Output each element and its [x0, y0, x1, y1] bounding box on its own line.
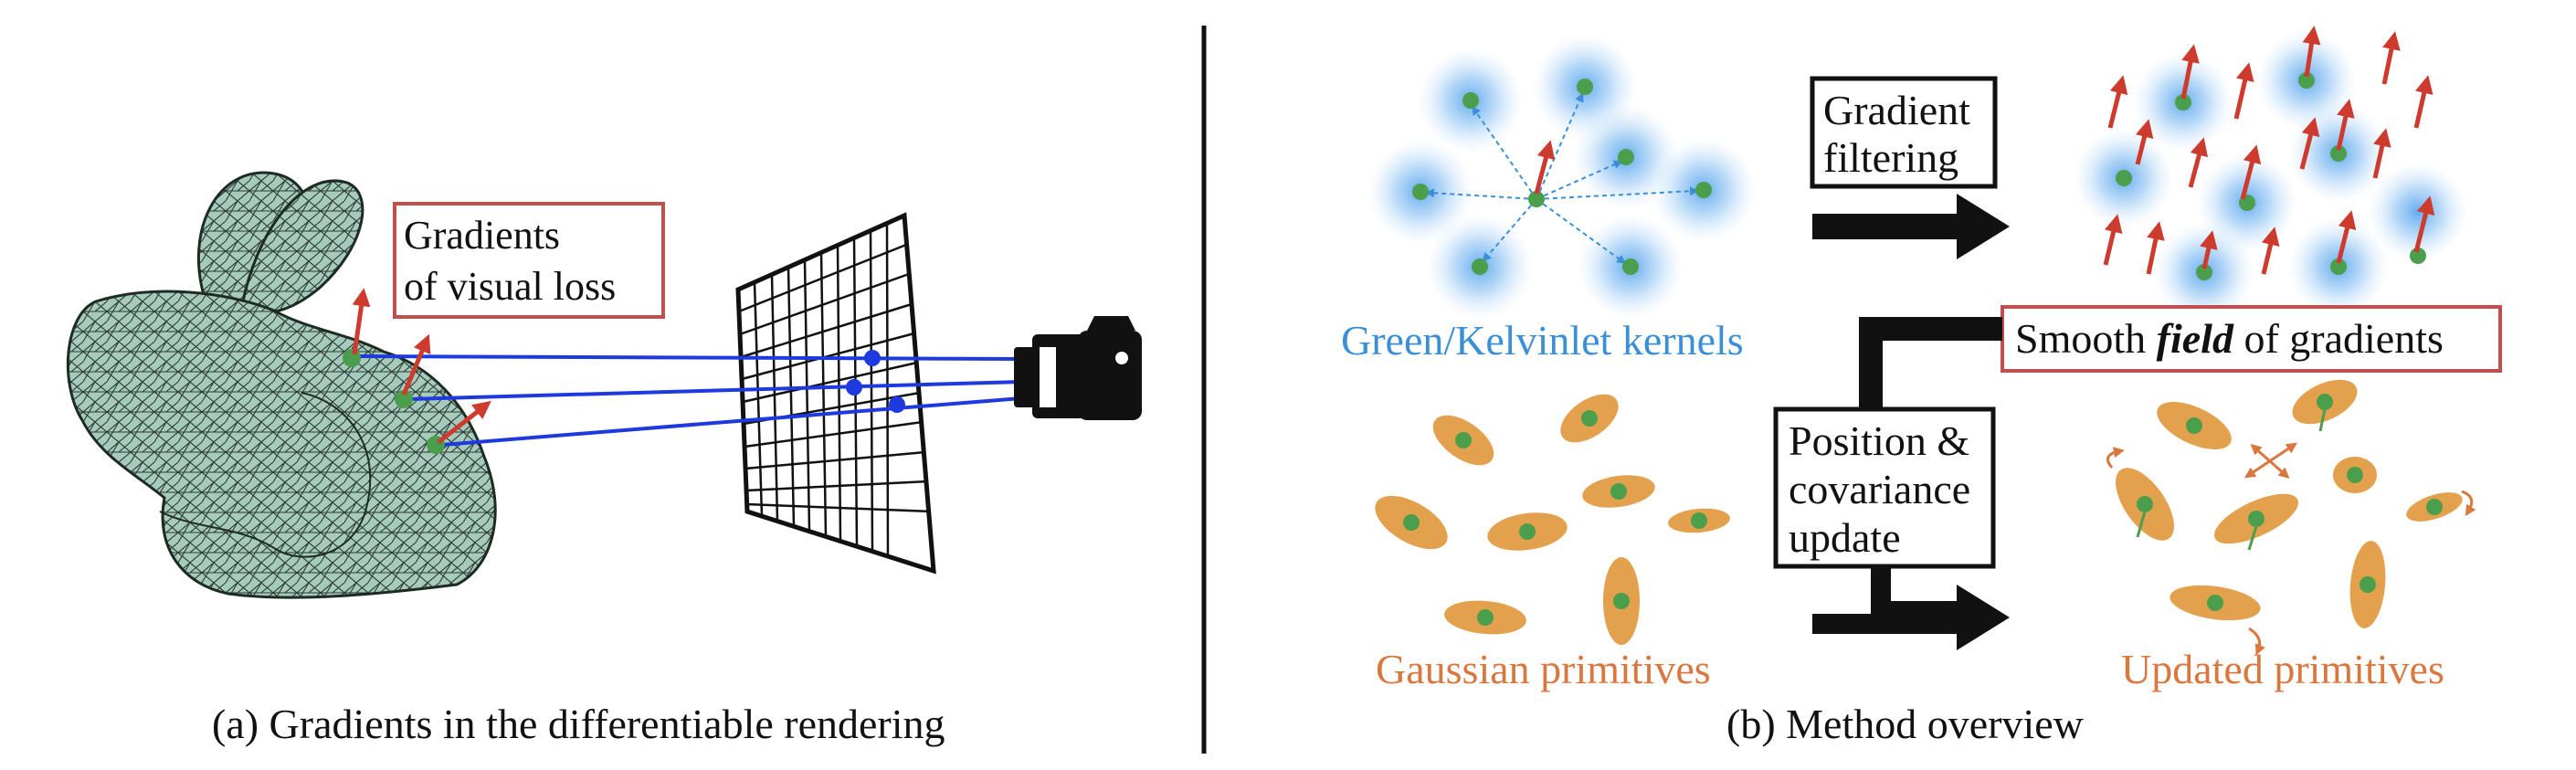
- gradient-filtering-box: [1810, 76, 1998, 189]
- visual-loss-label-line1: Gradients: [404, 213, 560, 258]
- gradient-filtering-line1: Gradient: [1823, 87, 1970, 133]
- gradient-filtering-line2: filtering: [1823, 134, 1958, 181]
- smooth-field-label: Smooth field of gradients: [2015, 315, 2444, 362]
- visual-loss-label-box: [393, 202, 665, 319]
- updated-primitives: [2106, 379, 2476, 656]
- pixel-points: [846, 350, 905, 413]
- update-line2: covariance: [1789, 466, 1970, 512]
- update-line3: update: [1789, 514, 1901, 561]
- panel-b: Green/Kelvinlet kernels Gradient filteri…: [1341, 26, 2502, 747]
- caption-b: (b) Method overview: [1726, 701, 2085, 747]
- feedback-connector-lower: [1812, 566, 2010, 650]
- gaussian-primitives: [1375, 394, 1730, 645]
- smooth-field-box: [2001, 305, 2502, 373]
- visual-loss-label-line2: of visual loss: [404, 264, 616, 309]
- gaussian-label: Gaussian primitives: [1376, 646, 1711, 692]
- updated-label: Updated primitives: [2121, 646, 2444, 692]
- update-line1: Position &: [1789, 417, 1969, 464]
- bunny-mesh: [66, 171, 497, 599]
- kernel-cluster: [1367, 34, 1757, 320]
- caption-a: (a) Gradients in the differentiable rend…: [212, 701, 945, 747]
- gradient-arrows-a: [352, 288, 491, 444]
- filtered-field: [2074, 26, 2468, 322]
- camera-icon: [1014, 316, 1142, 420]
- kernels-label: Green/Kelvinlet kernels: [1341, 317, 1744, 364]
- update-box: [1773, 406, 1996, 569]
- smooth-field-post: of gradients: [2233, 315, 2444, 362]
- filter-arrow: [1812, 194, 2010, 259]
- smooth-field-emph: field: [2157, 315, 2234, 362]
- panel-a: Gradients of visual loss: [66, 171, 1142, 747]
- smooth-field-pre: Smooth: [2015, 315, 2157, 362]
- gradient-rays: [358, 354, 1022, 447]
- image-plane-grid: [735, 212, 936, 575]
- feedback-connector: [1859, 317, 2002, 409]
